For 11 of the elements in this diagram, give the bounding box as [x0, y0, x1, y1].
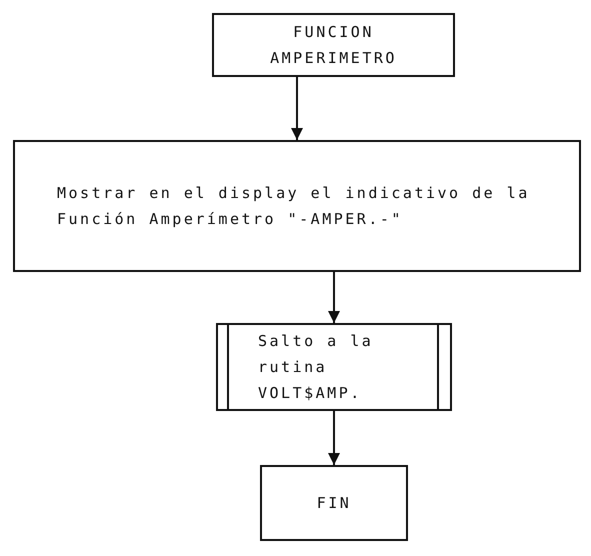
process-box	[13, 140, 581, 272]
arrow	[328, 411, 340, 465]
box-text: Salto a la rutina VOLT$AMP.	[258, 331, 374, 404]
process-box	[212, 13, 455, 77]
arrow	[328, 272, 340, 323]
box-text: FIN	[316, 493, 352, 514]
subroutine-box	[216, 323, 452, 411]
process-box	[260, 465, 408, 541]
box-text: Mostrar en el display el indicativo de la Función Amperímetro "-AMPER.-"	[57, 183, 531, 230]
box-text: FUNCION AMPERIMETRO	[269, 22, 398, 69]
arrow	[291, 77, 303, 140]
